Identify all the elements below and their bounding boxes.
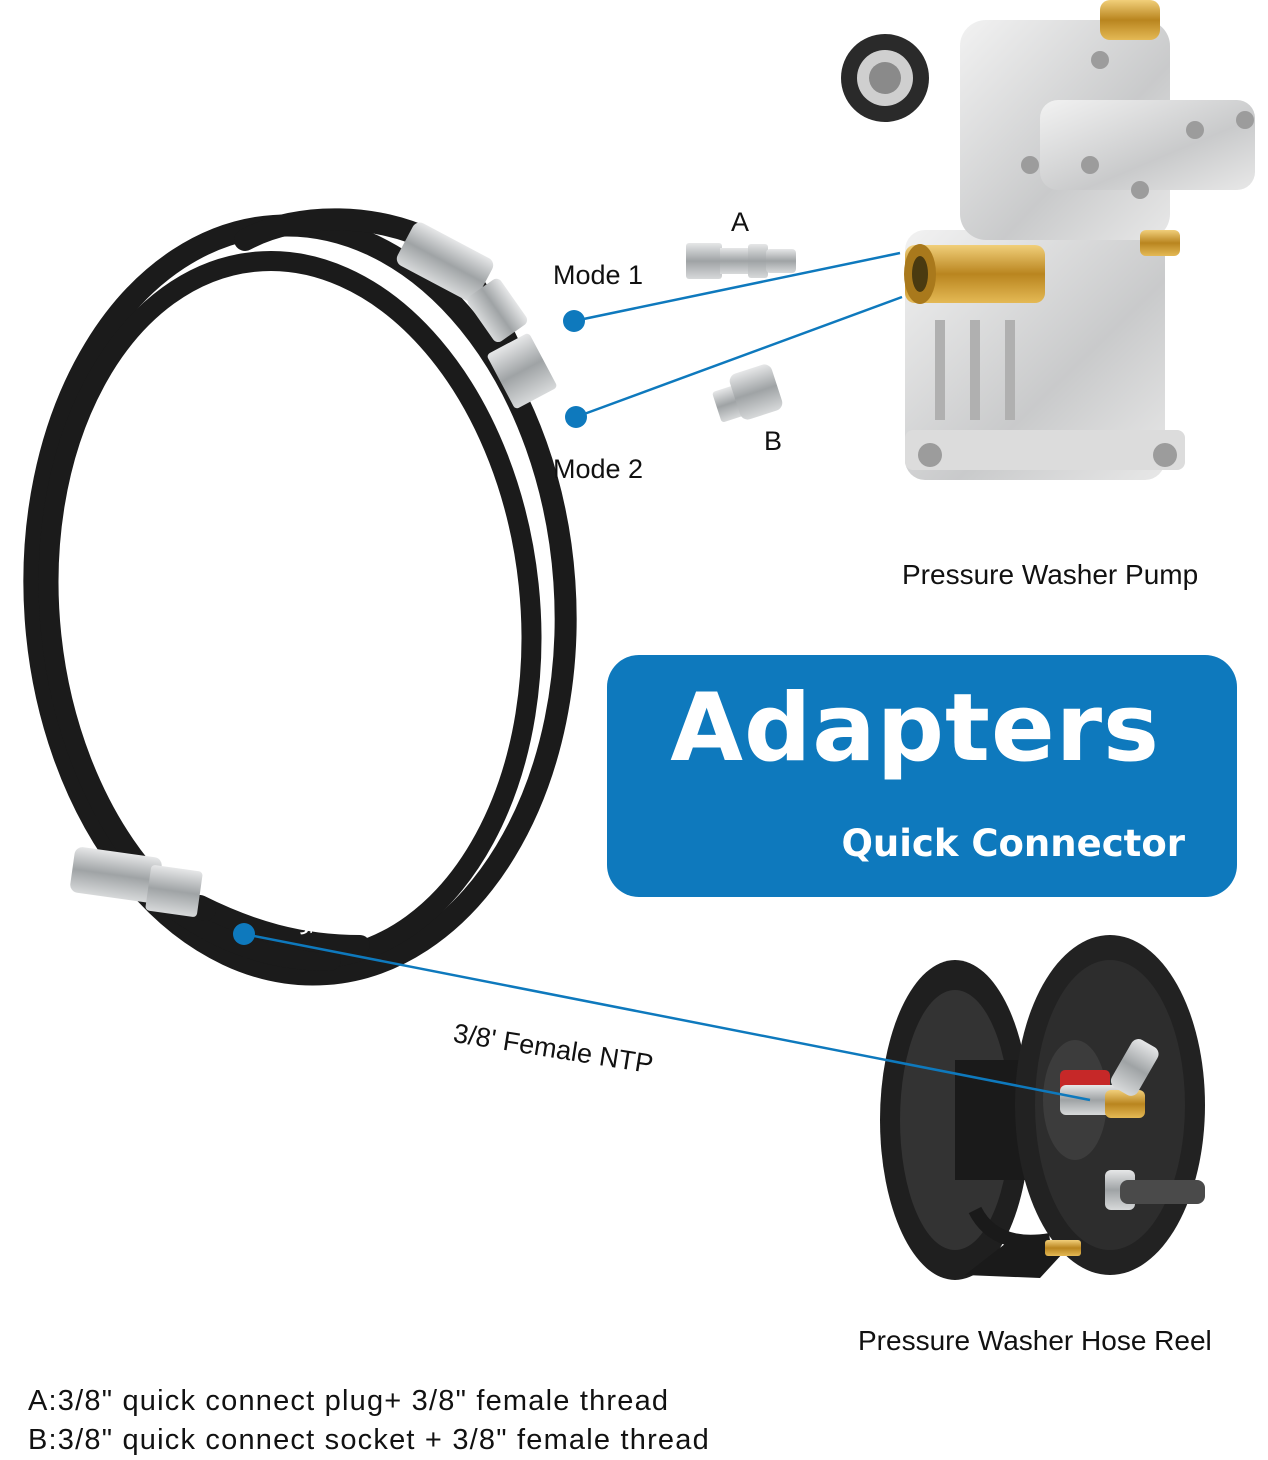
- banner-subtitle: Quick Connector: [841, 822, 1185, 865]
- banner-title: Adapters: [670, 674, 1160, 783]
- adapter-a-label: A: [731, 207, 750, 237]
- mode-1-callout-line: [573, 251, 901, 323]
- mode-1-marker: [563, 310, 585, 332]
- hose-fitting-bottom: [70, 847, 203, 917]
- reel-caption: Pressure Washer Hose Reel: [858, 1325, 1212, 1356]
- pressure-washer-pump: [841, 0, 1255, 480]
- adapter-a-plug: [686, 243, 796, 279]
- mode-2-marker: [565, 406, 587, 428]
- adapter-b-socket: [712, 364, 783, 422]
- legend-line-b: B:3/8" quick connect socket + 3/8" femal…: [28, 1424, 710, 1456]
- adapters-banner: [607, 655, 1237, 897]
- pump-caption: Pressure Washer Pump: [902, 559, 1199, 590]
- legend-line-a: A:3/8" quick connect plug+ 3/8" female t…: [28, 1385, 670, 1417]
- hose-fitting-top: [396, 222, 557, 409]
- adapter-b-label: B: [764, 426, 783, 456]
- mode-2-label: Mode 2: [553, 454, 644, 484]
- pressure-washer-hose-reel: [880, 935, 1205, 1280]
- female-ntp-callout-line: [243, 932, 1091, 1102]
- mode-1-label: Mode 1: [553, 260, 644, 290]
- callout-lines: [243, 251, 1091, 1102]
- female-ntp-marker: [233, 923, 255, 945]
- mode-2-callout-line: [575, 295, 903, 419]
